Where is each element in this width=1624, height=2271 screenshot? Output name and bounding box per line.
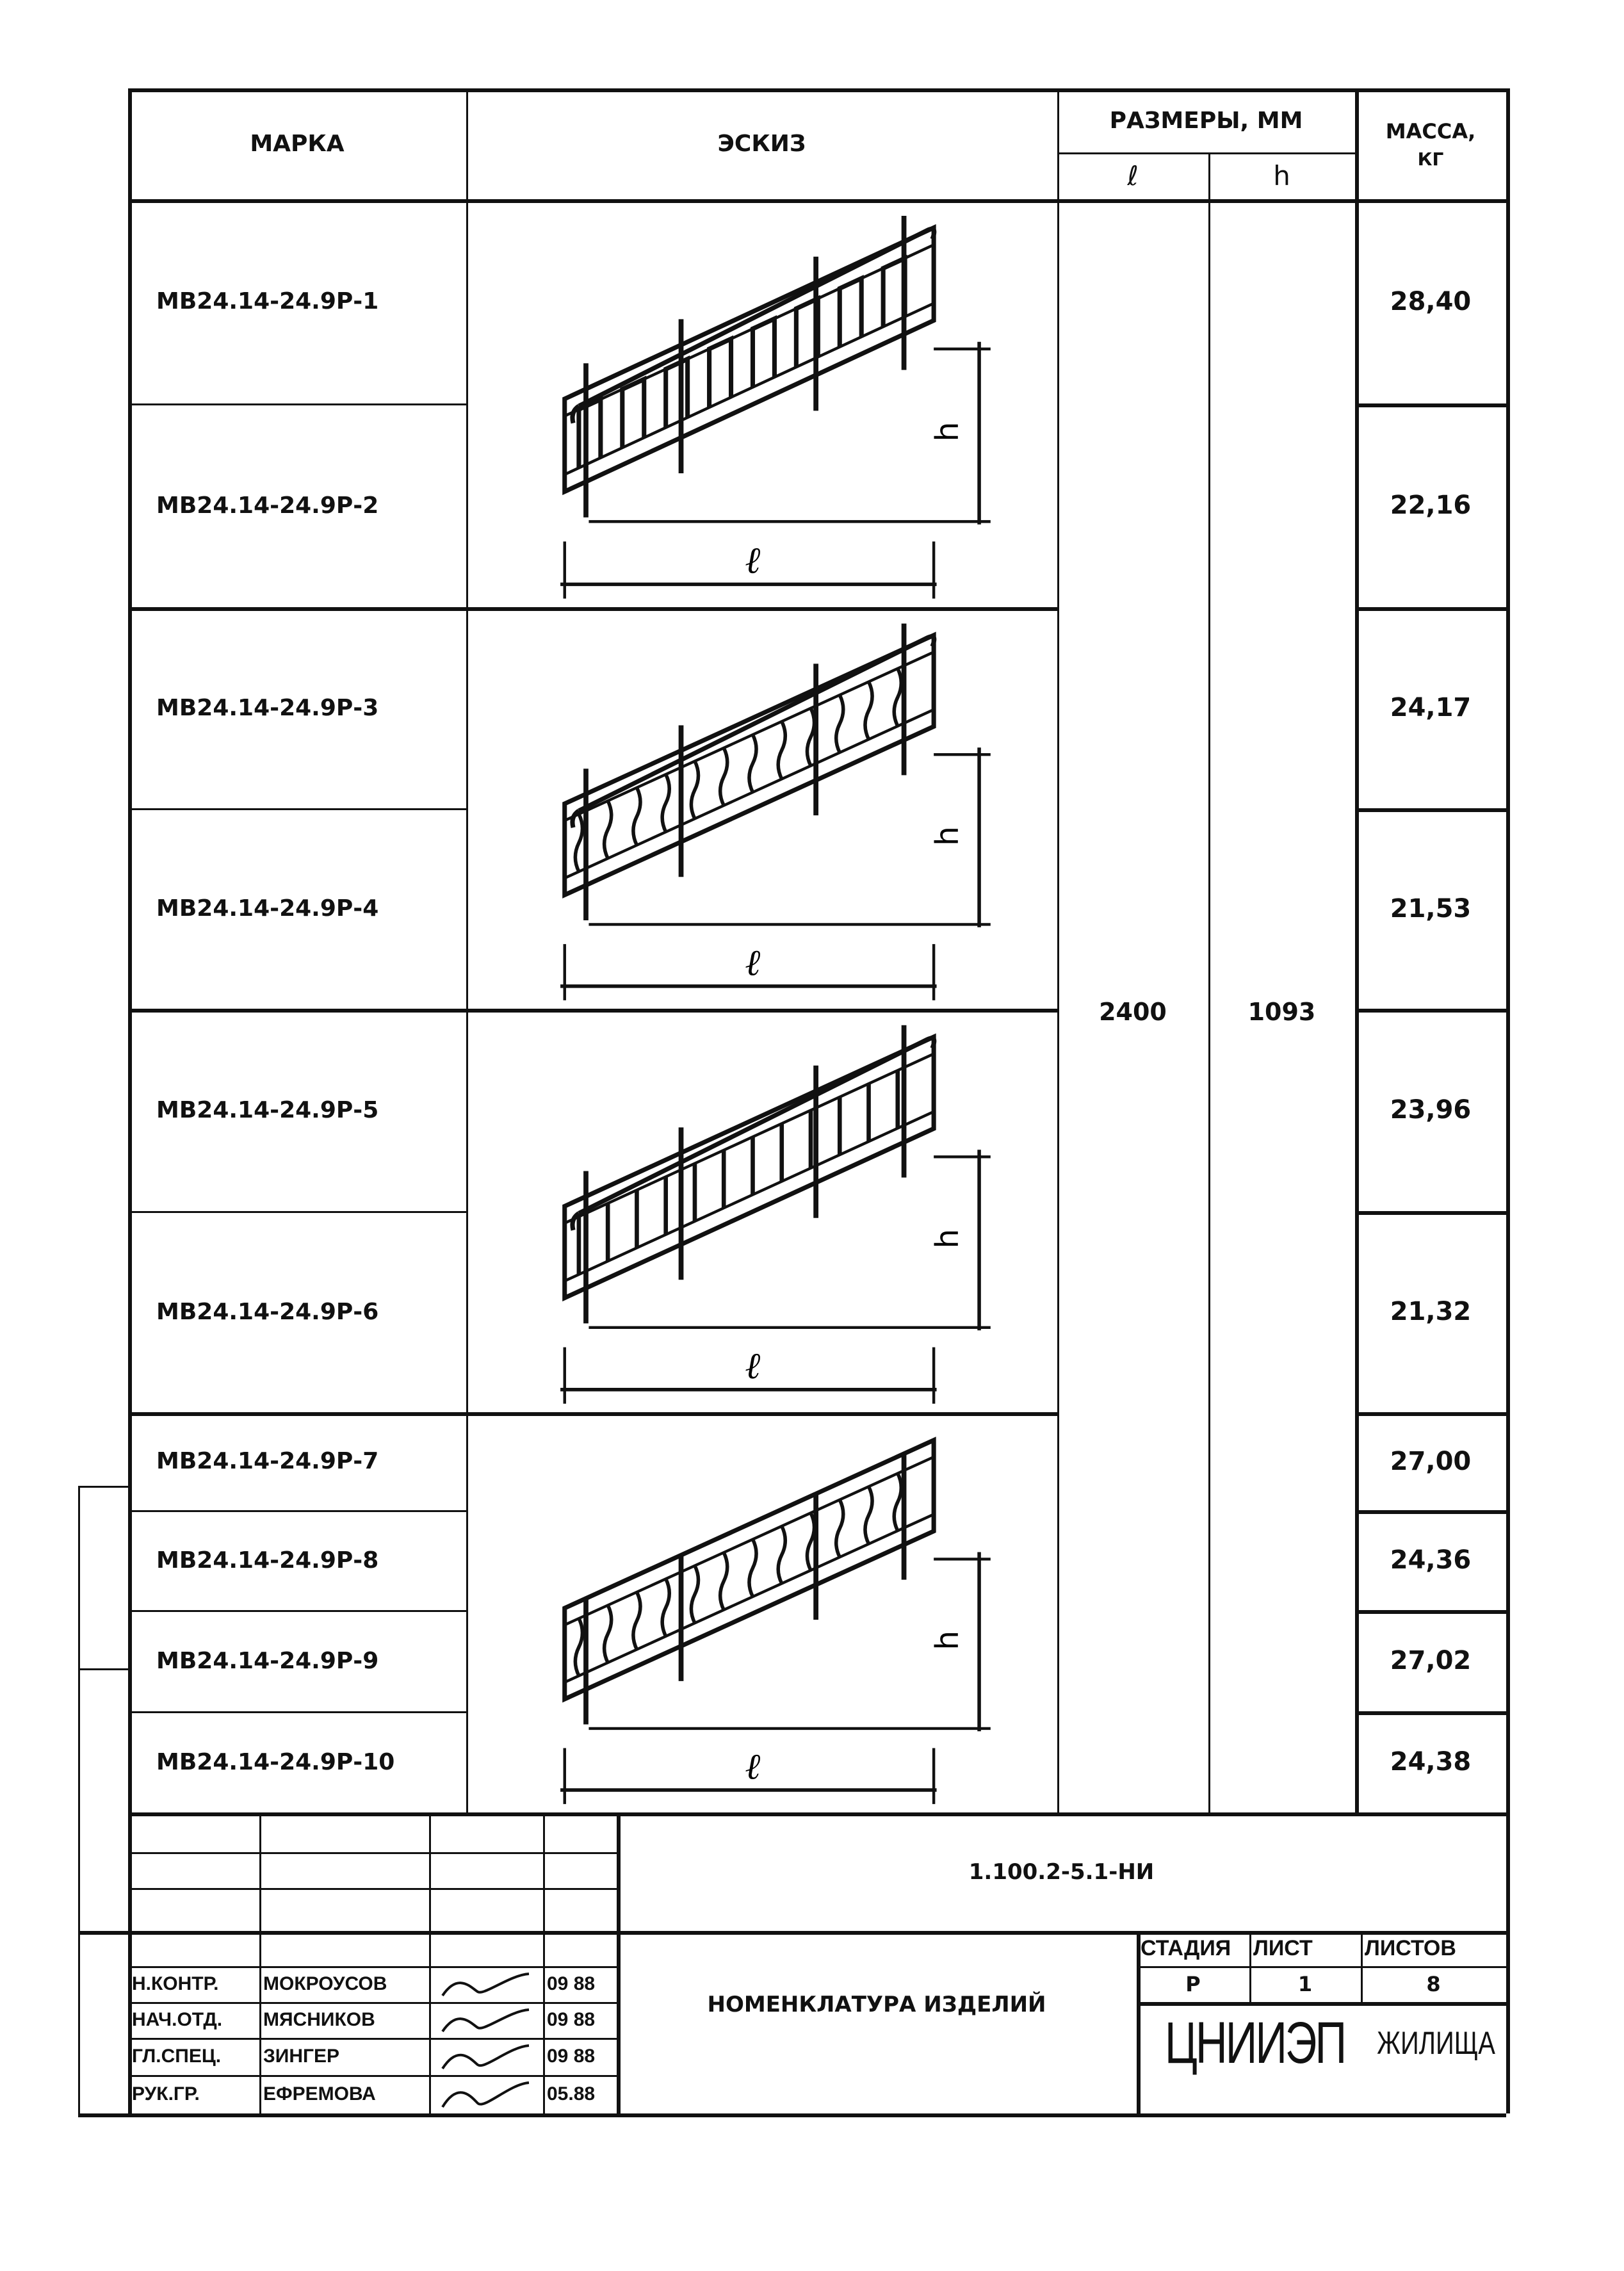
row-mass: 24,17	[1390, 693, 1472, 722]
signature	[441, 2081, 530, 2108]
row-mass: 24,38	[1390, 1747, 1472, 1777]
header-mass-unit: КГ	[1417, 148, 1444, 170]
organization-logo: ЦНИИЭП ЖИЛИЩА	[1140, 2008, 1505, 2078]
person-name: ЕФРЕМОВА	[263, 2083, 376, 2104]
role-label: НАЧ.ОТД.	[132, 2009, 223, 2030]
railing-sketch: ℓh	[560, 216, 991, 599]
sign-date: 09 88	[547, 2046, 596, 2067]
sketch-l-label: ℓ	[745, 1746, 760, 1788]
stage-value: Р	[1185, 1972, 1201, 1996]
sketch-h-label: h	[930, 1229, 966, 1249]
row-mark: МВ24.14-24.9Р-2	[156, 492, 379, 519]
row-mass: 24,36	[1390, 1545, 1472, 1575]
row-mass: 22,16	[1390, 491, 1472, 520]
stage-header: СТАДИЯ	[1141, 1936, 1231, 1960]
header-mark: МАРКА	[250, 131, 345, 157]
org-name: ЦНИИЭП	[1164, 2010, 1347, 2076]
sheet-value: 1	[1297, 1972, 1313, 1996]
dim-l-value: 2400	[1099, 998, 1167, 1026]
row-mark: МВ24.14-24.9Р-10	[156, 1748, 395, 1775]
row-mark: МВ24.14-24.9Р-9	[156, 1647, 379, 1674]
role-label: РУК.ГР.	[132, 2083, 200, 2104]
row-mark: МВ24.14-24.9Р-3	[156, 694, 379, 721]
person-name: ЗИНГЕР	[263, 2046, 340, 2067]
sheets-value: 8	[1426, 1972, 1441, 1996]
railing-sketch: ℓh	[560, 1437, 991, 1804]
sign-date: 09 88	[547, 1973, 596, 1994]
railing-sketch: ℓh	[560, 1025, 991, 1404]
row-mark: МВ24.14-24.9Р-1	[156, 288, 379, 314]
role-label: ГЛ.СПЕЦ.	[132, 2046, 222, 2067]
person-name: МОКРОУСОВ	[263, 1973, 387, 1994]
header-l: ℓ	[1127, 160, 1139, 191]
header-sketch: ЭСКИЗ	[717, 131, 806, 157]
person-name: МЯСНИКОВ	[263, 2009, 375, 2030]
sketch-l-label: ℓ	[745, 1344, 760, 1387]
row-mass: 28,40	[1390, 286, 1472, 316]
sketch-l-label: ℓ	[745, 941, 760, 984]
sketch-l-label: ℓ	[745, 538, 760, 582]
org-name-2: ЖИЛИЩА	[1377, 2025, 1495, 2061]
sign-date: 05.88	[547, 2083, 596, 2104]
sketch-h-label: h	[930, 1631, 966, 1650]
dim-h-value: 1093	[1247, 998, 1316, 1026]
sheets-header: ЛИСТОВ	[1365, 1936, 1456, 1960]
sheet-header: ЛИСТ	[1253, 1936, 1313, 1960]
row-mark: МВ24.14-24.9Р-7	[156, 1448, 379, 1474]
row-mass: 27,02	[1390, 1646, 1472, 1675]
header-dims: РАЗМЕРЫ, ММ	[1109, 107, 1303, 134]
row-mark: МВ24.14-24.9Р-5	[156, 1096, 379, 1123]
row-mark: МВ24.14-24.9Р-8	[156, 1547, 379, 1574]
document-name: НОМЕНКЛАТУРА ИЗДЕЛИЙ	[707, 1992, 1046, 2017]
role-label: Н.КОНТР.	[132, 1973, 219, 1994]
row-mark: МВ24.14-24.9Р-4	[156, 895, 379, 922]
sketch-h-label: h	[929, 422, 966, 442]
signature	[441, 2008, 530, 2033]
row-mass: 23,96	[1390, 1095, 1472, 1125]
sketch-h-label: h	[930, 826, 966, 846]
sign-date: 09 88	[547, 2009, 596, 2030]
header-mass: МАССА,	[1385, 119, 1476, 143]
row-mark: МВ24.14-24.9Р-6	[156, 1298, 379, 1325]
row-mass: 21,53	[1390, 893, 1472, 924]
document-code: 1.100.2-5.1-НИ	[968, 1859, 1155, 1885]
row-mass: 27,00	[1390, 1446, 1472, 1476]
signature	[441, 2044, 530, 2070]
row-mass: 21,32	[1390, 1297, 1472, 1326]
railing-sketch: ℓh	[560, 623, 991, 1000]
header-h: h	[1273, 160, 1290, 191]
signature	[441, 1973, 530, 1997]
